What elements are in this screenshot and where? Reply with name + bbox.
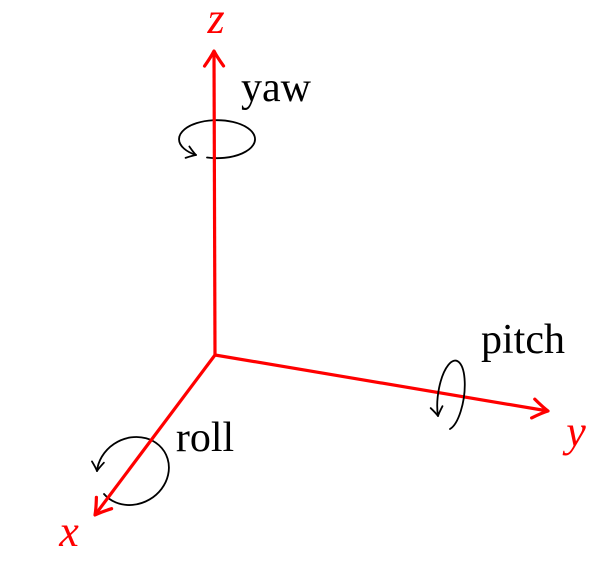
x-axis-arrow [93,354,217,517]
roll-rotation-arrow-icon [91,436,170,506]
x-axis-label: x [58,507,79,556]
roll-label: roll [176,415,234,461]
z-axis-arrow [202,49,226,356]
pitch-label: pitch [481,317,565,363]
yaw-label: yaw [241,65,312,111]
y-axis-arrow [214,353,550,420]
pitch-rotation-arrow-icon [429,359,466,430]
z-axis-label: z [206,0,224,43]
yaw-rotation-arrow-icon [178,119,256,160]
y-axis-label: y [562,407,586,456]
